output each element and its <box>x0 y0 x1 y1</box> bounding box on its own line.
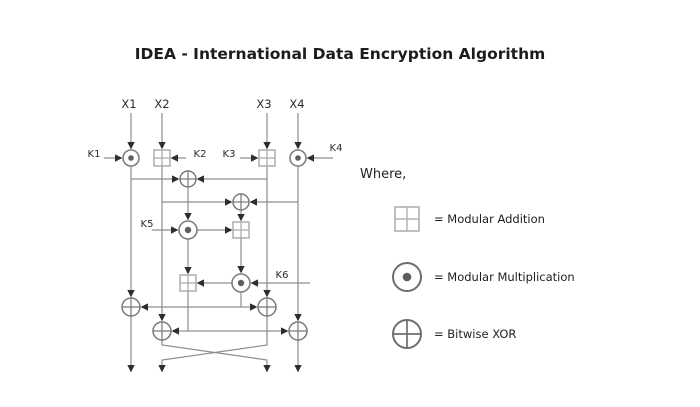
page-title: IDEA - International Data Encryption Alg… <box>135 45 546 63</box>
modular-multiplication-icon <box>178 220 198 240</box>
operators <box>121 149 308 341</box>
bitwise-xor-icon <box>152 321 172 341</box>
bitwise-xor-icon <box>232 193 250 211</box>
modular-multiplication-icon <box>122 149 140 167</box>
bitwise-xor-icon <box>179 170 197 188</box>
key-label-k6: K6 <box>276 270 289 281</box>
modular-multiplication-icon <box>289 149 307 167</box>
input-label-x4: X4 <box>289 97 304 111</box>
bitwise-xor-icon <box>257 297 277 317</box>
key-label-k4: K4 <box>330 143 343 154</box>
legend-item-label: = Modular Multiplication <box>434 270 575 284</box>
input-label-x1: X1 <box>121 97 136 111</box>
bitwise-xor-icon <box>288 321 308 341</box>
diagram-labels: X1 X2 X3 X4 K1 K2 K3 K4 K5 K6 <box>88 97 343 281</box>
legend-heading: Where, <box>360 167 406 182</box>
legend: Where, = Modular Addition = Modular Mult… <box>360 167 575 349</box>
key-label-k1: K1 <box>88 149 101 160</box>
legend-item-label: = Bitwise XOR <box>434 327 516 341</box>
modular-multiplication-icon <box>392 262 422 292</box>
modular-addition-icon <box>258 149 276 167</box>
key-label-k5: K5 <box>141 219 154 230</box>
modular-addition-icon <box>232 221 250 239</box>
bitwise-xor-icon <box>121 297 141 317</box>
bitwise-xor-icon <box>392 319 422 349</box>
key-label-k2: K2 <box>194 149 207 160</box>
input-label-x2: X2 <box>154 97 169 111</box>
modular-multiplication-icon <box>231 273 251 293</box>
input-label-x3: X3 <box>256 97 271 111</box>
modular-addition-icon <box>394 206 420 232</box>
modular-addition-icon <box>153 149 171 167</box>
legend-item-label: = Modular Addition <box>434 212 545 226</box>
key-label-k3: K3 <box>223 149 236 160</box>
wires <box>104 113 333 373</box>
modular-addition-icon <box>179 274 197 292</box>
